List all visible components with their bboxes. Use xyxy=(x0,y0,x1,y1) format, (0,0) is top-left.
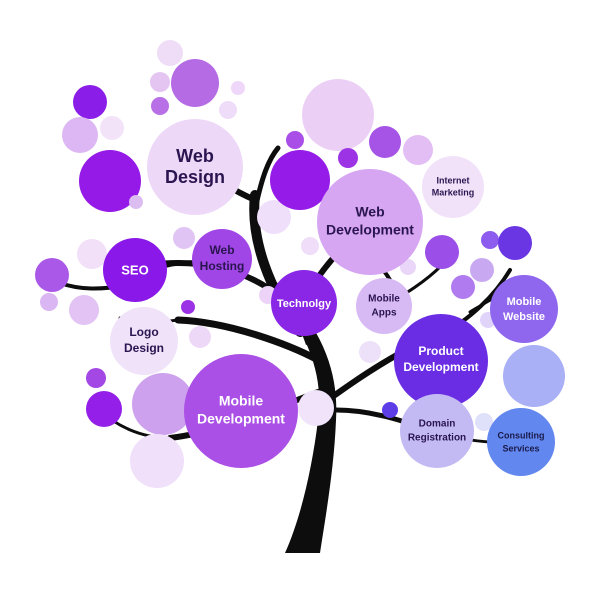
node-label-line: Design xyxy=(124,341,164,355)
decor-circle xyxy=(86,391,122,427)
decor-circle xyxy=(86,368,106,388)
decor-circle xyxy=(62,117,98,153)
node-label-line: Consulting xyxy=(498,430,545,440)
decor-circle xyxy=(270,150,330,210)
node-label-line: Web xyxy=(355,204,384,220)
node-product-development: Product Development xyxy=(394,314,488,408)
node-circle xyxy=(110,307,178,375)
node-mobile-apps: Mobile Apps xyxy=(356,278,412,334)
decor-circle xyxy=(403,135,433,165)
node-web-hosting: Web Hosting xyxy=(192,229,252,289)
node-mobile-website: Mobile Website xyxy=(490,275,558,343)
decor-circle xyxy=(382,402,398,418)
node-web-development: Web Development xyxy=(317,169,423,275)
node-circle xyxy=(317,169,423,275)
decor-circle xyxy=(69,295,99,325)
decor-circle xyxy=(298,390,334,426)
node-label-line: Technolgy xyxy=(277,298,332,310)
node-circle xyxy=(356,278,412,334)
node-label-line: Web xyxy=(209,243,234,257)
decor-circle xyxy=(470,258,494,282)
node-label-line: Web xyxy=(176,146,214,166)
decor-circle xyxy=(425,235,459,269)
decor-circle xyxy=(475,413,493,431)
decor-circle xyxy=(79,150,141,212)
node-circle xyxy=(394,314,488,408)
decor-circle xyxy=(338,148,358,168)
node-label-line: SEO xyxy=(121,262,148,277)
node-label-line: Services xyxy=(502,443,539,453)
node-label-line: Mobile xyxy=(368,294,400,305)
node-logo-design: Logo Design xyxy=(110,307,178,375)
node-circle xyxy=(192,229,252,289)
node-technology: Technolgy xyxy=(271,270,337,336)
decor-circle xyxy=(35,258,69,292)
decor-circle xyxy=(171,59,219,107)
decor-circle xyxy=(157,40,183,66)
decor-circle xyxy=(481,231,499,249)
decor-circle xyxy=(231,81,245,95)
node-label-line: Development xyxy=(403,360,478,374)
decor-circle xyxy=(219,101,237,119)
decor-circle xyxy=(359,341,381,363)
decor-circles xyxy=(35,40,565,488)
node-circle xyxy=(147,119,243,215)
node-domain-registration: Domain Registration xyxy=(400,394,474,468)
decor-circle xyxy=(369,126,401,158)
node-label-line: Product xyxy=(418,344,463,358)
node-circle xyxy=(271,270,337,336)
node-label-line: Logo xyxy=(129,325,158,339)
decor-circle xyxy=(129,195,143,209)
decor-circle xyxy=(73,85,107,119)
decor-circle xyxy=(400,259,416,275)
decor-circle xyxy=(498,226,532,260)
node-circle xyxy=(487,408,555,476)
node-label-line: Development xyxy=(197,411,285,427)
decor-circle xyxy=(77,239,107,269)
decor-circle xyxy=(257,200,291,234)
decor-circle xyxy=(173,227,195,249)
node-label-line: Design xyxy=(165,167,225,187)
node-label-line: Internet xyxy=(436,175,469,185)
node-label-line: Development xyxy=(326,222,414,238)
node-label-line: Website xyxy=(503,311,545,323)
decor-circle xyxy=(286,131,304,149)
node-web-design: Web Design xyxy=(147,119,243,215)
decor-circle xyxy=(130,434,184,488)
node-label-line: Marketing xyxy=(432,187,475,197)
node-internet-marketing: Internet Marketing xyxy=(422,156,484,218)
node-label-line: Apps xyxy=(372,308,397,319)
node-circle xyxy=(490,275,558,343)
node-circle xyxy=(422,156,484,218)
decor-circle xyxy=(503,345,565,407)
node-label-line: Hosting xyxy=(200,259,245,273)
node-consulting-services: Consulting Services xyxy=(487,408,555,476)
decor-circle xyxy=(150,72,170,92)
node-label-line: Registration xyxy=(408,433,466,444)
node-circle xyxy=(103,238,167,302)
decor-circle xyxy=(151,97,169,115)
decor-circle xyxy=(132,373,194,435)
node-label-line: Mobile xyxy=(219,393,264,409)
node-label-line: Domain xyxy=(419,419,456,430)
node-seo: SEO xyxy=(103,238,167,302)
node-label-line: Mobile xyxy=(507,296,542,308)
decor-circle xyxy=(451,275,475,299)
node-circle xyxy=(184,354,298,468)
decor-circle xyxy=(100,116,124,140)
node-mobile-development: Mobile Development xyxy=(184,354,298,468)
decor-circle xyxy=(40,293,58,311)
node-circle xyxy=(400,394,474,468)
decor-circle xyxy=(189,326,211,348)
decor-circle xyxy=(181,300,195,314)
decor-circle xyxy=(302,79,374,151)
decor-circle xyxy=(301,237,319,255)
